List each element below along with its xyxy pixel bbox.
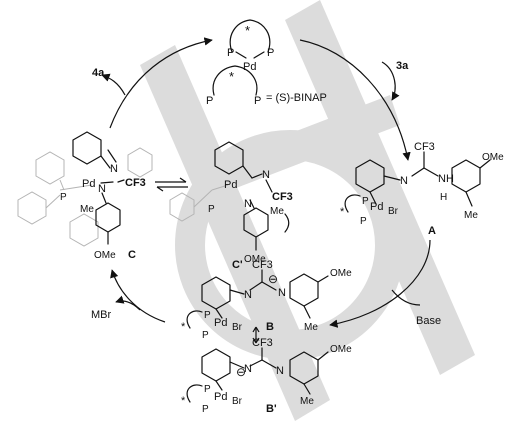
C-n: N <box>98 183 106 195</box>
catalyst-p-left: P <box>227 47 234 59</box>
Bp-n-left: N <box>244 363 252 375</box>
arrow-substrate-entry <box>381 61 400 101</box>
Bp-n-right: N <box>276 365 284 377</box>
C-cf3: CF3 <box>125 177 146 189</box>
intermediate-B: N N ⊖ CF3 OMe Me Pd Br P P * B <box>181 259 352 341</box>
Bp-cf3: CF3 <box>252 337 273 349</box>
A-p-top: P <box>362 196 369 207</box>
Bp-p-top: P <box>204 384 211 395</box>
binap-definition: = (S)-BINAP <box>266 92 327 104</box>
Bp-pd: Pd <box>214 391 227 403</box>
arrow-base-entry <box>391 289 421 306</box>
Cp-n-imine: N <box>262 169 270 181</box>
Cp-me: Me <box>270 206 284 217</box>
binap-p-right: P <box>254 95 261 107</box>
B-n-right: N <box>278 287 286 299</box>
B-charge: ⊖ <box>268 272 278 286</box>
B-label: B <box>266 321 274 333</box>
C-pd: Pd <box>82 178 95 190</box>
catalyst-pd: Pd <box>243 61 256 73</box>
equilibrium-B-Bp <box>252 326 260 344</box>
Bp-p-bottom: P <box>202 404 209 415</box>
B-cf3: CF3 <box>252 259 273 271</box>
Cp-p: P <box>208 204 215 215</box>
arrow-deprotonation <box>329 239 431 328</box>
Bp-star: * <box>181 395 186 407</box>
Bp-br: Br <box>232 396 243 407</box>
A-h: H <box>440 192 447 203</box>
binap-p-left: P <box>206 95 213 107</box>
C-me: Me <box>80 204 94 215</box>
B-me: Me <box>304 322 318 333</box>
Cp-ome: OMe <box>244 254 266 265</box>
A-me: Me <box>464 210 478 221</box>
Bp-charge: ⊖ <box>236 365 246 379</box>
B-star: * <box>181 321 186 333</box>
cycle-arrows <box>101 37 431 344</box>
C-ghost-phenyls <box>17 147 153 247</box>
intermediate-A: N NH H CF3 OMe Me Pd Br P P * A <box>340 141 504 237</box>
arrow-to-C <box>110 269 166 323</box>
B-p-bottom: P <box>202 330 209 341</box>
B-n-left: N <box>244 289 252 301</box>
Cp-cf3: CF3 <box>272 191 293 203</box>
B-p-top: P <box>204 310 211 321</box>
A-label: A <box>428 225 436 237</box>
catalyst-star: * <box>245 23 250 38</box>
A-star: * <box>340 206 345 218</box>
arrow-oxidative-addition <box>299 39 411 161</box>
A-cf3: CF3 <box>414 141 435 153</box>
Bp-label: B' <box>266 403 277 415</box>
substrate-3a-label: 3a <box>396 60 409 72</box>
Cp-n: N <box>244 198 252 210</box>
watermark-logo <box>140 0 475 421</box>
product-4a-label: 4a <box>92 67 105 79</box>
A-n: N <box>400 175 408 187</box>
mbr-label: MBr <box>91 309 112 321</box>
catalyst-structure: * P P Pd * P P = (S)-BINAP <box>206 19 327 107</box>
A-nh: NH <box>438 173 454 185</box>
C-label: C <box>128 249 136 261</box>
intermediate-C: Pd N N CF3 P Me OMe C <box>17 131 153 261</box>
Cp-label: C' <box>232 259 243 271</box>
A-pd: Pd <box>370 201 383 213</box>
C-p: P <box>60 192 67 203</box>
A-p-bottom: P <box>360 216 367 227</box>
Cp-pd: Pd <box>224 179 237 191</box>
B-ome: OMe <box>330 268 352 279</box>
catalyst-p-right: P <box>267 47 274 59</box>
binap-star: * <box>229 69 234 84</box>
arrow-product-release <box>101 73 126 96</box>
B-br: Br <box>232 322 243 333</box>
arrow-mbr-release <box>115 295 141 311</box>
equilibrium-C-Cp <box>155 177 187 183</box>
Bp-me: Me <box>300 396 314 407</box>
C-ome: OMe <box>94 250 116 261</box>
Bp-ome: OMe <box>330 344 352 355</box>
intermediate-Cp: Pd N N CF3 P Me OMe C' <box>169 141 293 271</box>
intermediate-Bp: N N ⊖ CF3 OMe Me Pd Br P P * B' <box>181 337 352 415</box>
Cp-ghost-phenyls <box>169 184 229 222</box>
C-n-imine: N <box>110 163 118 175</box>
A-br: Br <box>388 206 399 217</box>
arrow-to-catalyst <box>109 37 213 129</box>
B-pd: Pd <box>214 317 227 329</box>
A-ome: OMe <box>482 152 504 163</box>
base-label: Base <box>416 315 441 327</box>
